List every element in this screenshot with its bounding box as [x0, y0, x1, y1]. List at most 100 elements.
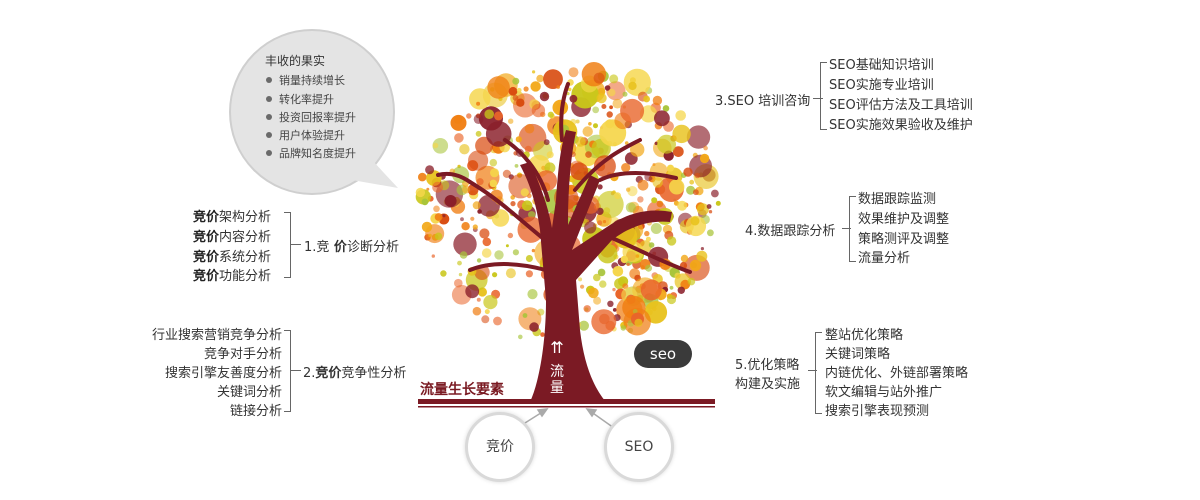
- section5-item: 关键词策略: [825, 347, 891, 362]
- foliage-dot: [472, 224, 478, 230]
- foliage-dot: [523, 86, 529, 92]
- foliage-dot: [476, 297, 481, 302]
- foliage-dot: [637, 196, 644, 203]
- foliage-dot: [689, 179, 695, 185]
- section5-item: 内链优化、外链部署策略: [825, 366, 969, 381]
- foliage-dot: [643, 95, 650, 103]
- foliage-dot: [433, 205, 440, 213]
- section5-label-line2: 构建及实施: [735, 377, 801, 392]
- foliage-dot: [516, 87, 522, 93]
- foliage-dot: [650, 223, 662, 234]
- foliage-dot: [645, 264, 653, 272]
- foliage-dot: [609, 105, 613, 110]
- foliage-dot: [431, 254, 435, 258]
- foliage-dot: [578, 277, 583, 282]
- foliage-dot: [612, 287, 616, 292]
- section2-item: 链接分析: [229, 404, 282, 419]
- foliage-dot: [606, 111, 613, 118]
- foliage-dot: [494, 250, 504, 260]
- foliage-dot: [626, 262, 630, 266]
- foliage-dot: [687, 277, 696, 286]
- foliage-dot: [476, 178, 484, 186]
- section4-tick: [842, 228, 851, 229]
- foliage-dot: [686, 125, 711, 149]
- foliage-dot: [494, 111, 503, 121]
- foliage-dot: [715, 200, 721, 206]
- foliage-dot: [556, 85, 560, 89]
- foliage-dot: [593, 72, 605, 84]
- foliage-dot: [530, 81, 541, 92]
- foliage-dot: [462, 185, 470, 194]
- foliage-dot: [432, 142, 439, 149]
- foliage-dot: [703, 145, 708, 151]
- foliage-dot: [512, 249, 520, 256]
- section2-tick: [291, 370, 301, 371]
- foliage-dot: [507, 232, 514, 239]
- foliage-dot: [475, 130, 482, 137]
- foliage-dot: [440, 270, 447, 277]
- foliage-dot: [591, 309, 617, 335]
- foliage-dot: [450, 114, 467, 131]
- bullet-dot: [266, 77, 272, 83]
- foliage-dot: [508, 86, 518, 96]
- section1-label: 1.竞 价诊断分析: [304, 240, 399, 255]
- foliage-dot: [527, 289, 538, 300]
- foliage-dot: [547, 111, 554, 118]
- foliage-dot: [582, 126, 593, 137]
- foliage-dot: [645, 236, 651, 242]
- foliage-dot: [468, 150, 489, 171]
- foliage-dot: [432, 181, 443, 193]
- foliage-dot: [466, 113, 472, 119]
- foliage-dot: [505, 268, 516, 279]
- foliage-dot: [662, 105, 670, 112]
- foliage-dot: [568, 67, 579, 78]
- foliage-dot: [592, 106, 600, 114]
- section2-label: 2.竞价竞争性分析: [303, 366, 407, 381]
- foliage-dot: [622, 91, 628, 97]
- foliage-dot: [543, 139, 550, 146]
- foliage-dot: [472, 306, 482, 316]
- foliage-dot: [652, 95, 663, 106]
- ground-line-thin: [418, 406, 715, 408]
- foliage-dot: [667, 164, 674, 172]
- root-bid-circle: 竞价: [465, 412, 535, 482]
- foliage-dot: [672, 124, 691, 144]
- foliage-dot: [489, 158, 498, 167]
- section3-item: SEO实施效果验收及维护: [829, 118, 973, 133]
- foliage-dot: [540, 332, 545, 337]
- foliage-dot: [469, 88, 491, 110]
- foliage-dot: [597, 184, 603, 190]
- foliage-dot: [651, 197, 658, 204]
- foliage-dot: [508, 118, 514, 124]
- foliage-dot: [669, 285, 674, 290]
- section2-item: 关键词分析: [216, 385, 282, 400]
- foliage-dot: [666, 236, 677, 246]
- fruits-title: 丰收的果实: [265, 54, 326, 68]
- foliage-dot: [623, 68, 651, 96]
- foliage-dot: [677, 200, 688, 211]
- section3-tick: [813, 98, 823, 99]
- fruits-item: 转化率提升: [266, 91, 334, 107]
- foliage-dot: [539, 91, 550, 102]
- foliage-dot: [575, 119, 580, 124]
- section5-item: 整站优化策略: [825, 328, 904, 343]
- foliage-dot: [596, 93, 607, 104]
- foliage-dot: [454, 133, 464, 143]
- foliage-dot: [621, 163, 631, 173]
- section5-bracket: [815, 332, 822, 414]
- foliage-dot: [531, 248, 536, 253]
- foliage-dot: [481, 248, 492, 258]
- section4-item: 流量分析: [858, 251, 911, 266]
- fruits-item-text: 投资回报率提升: [279, 111, 356, 124]
- foliage-dot: [521, 200, 533, 211]
- ground-label: 流量生长要素: [420, 382, 504, 398]
- foliage-dot: [444, 195, 457, 207]
- section2-item: 搜索引擎友善度分析: [164, 366, 282, 381]
- foliage-dot: [632, 309, 638, 314]
- foliage-dot: [505, 244, 509, 248]
- foliage-dot: [689, 259, 702, 272]
- foliage-dot: [470, 216, 475, 221]
- section1-item: 竞价系统分析: [193, 250, 272, 265]
- foliage-dot: [536, 74, 544, 83]
- foliage-dot: [512, 77, 520, 85]
